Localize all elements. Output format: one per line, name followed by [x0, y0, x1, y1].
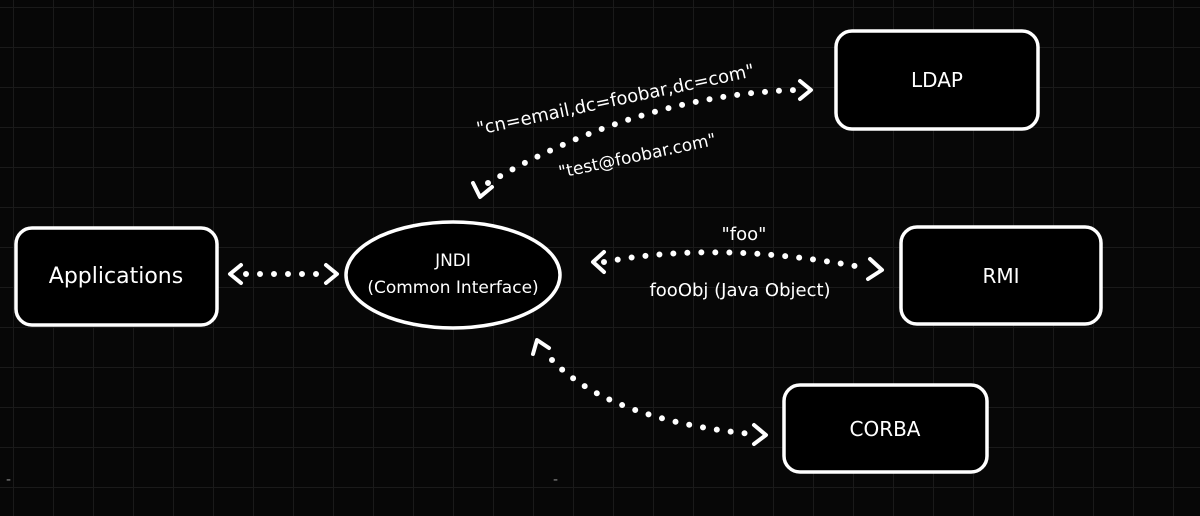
applications-node[interactable]: Applications — [14, 226, 219, 327]
applications-jndi-connector — [228, 263, 339, 285]
rmi-node[interactable]: RMI — [899, 225, 1103, 326]
applications-label: Applications — [49, 264, 183, 289]
jndi-ldap-upper-arrowhead — [798, 79, 813, 101]
jndi-corba-dotted-curve — [549, 357, 755, 437]
ldap-response-label: "test@foobar.com" — [557, 130, 718, 183]
jndi-corba-connector — [531, 338, 768, 446]
jndi-rmi-dotted-curve — [601, 249, 869, 271]
jndi-ldap-lower-arrowhead — [471, 181, 494, 199]
ldap-request-label: "cn=email,dc=foobar,dc=com" — [475, 60, 757, 139]
jndi-rmi-connector: "foo" fooObj (Java Object) — [591, 224, 884, 301]
rmi-request-label: "foo" — [722, 224, 767, 245]
corba-node[interactable]: CORBA — [782, 383, 989, 474]
rmi-label: RMI — [982, 264, 1019, 288]
jndi-subtitle: (Common Interface) — [367, 278, 538, 298]
jndi-corba-lower-arrowhead — [752, 423, 768, 446]
ldap-box — [834, 29, 1040, 131]
ldap-node[interactable]: LDAP — [834, 29, 1040, 131]
canvas-tick-mark-center: - — [553, 472, 558, 488]
jndi-rmi-left-arrowhead — [591, 250, 606, 274]
canvas-tick-mark-left: - — [6, 472, 11, 488]
jndi-ldap-dotted-curve — [485, 87, 799, 186]
jndi-side-arrowhead — [324, 263, 339, 285]
ldap-label: LDAP — [911, 68, 963, 92]
jndi-corba-upper-arrowhead — [531, 338, 551, 356]
corba-label: CORBA — [849, 417, 920, 441]
rmi-response-label: fooObj (Java Object) — [649, 280, 830, 301]
applications-box — [14, 226, 219, 327]
rmi-box — [899, 225, 1103, 326]
applications-side-arrowhead — [228, 263, 243, 285]
jndi-node[interactable]: JNDI (Common Interface) — [344, 220, 562, 330]
jndi-ldap-connector: "cn=email,dc=foobar,dc=com" "test@foobar… — [471, 60, 813, 199]
jndi-title: JNDI — [434, 251, 471, 271]
corba-box — [782, 383, 989, 474]
jndi-ellipse — [344, 220, 562, 330]
jndi-rmi-right-arrowhead — [866, 257, 884, 281]
